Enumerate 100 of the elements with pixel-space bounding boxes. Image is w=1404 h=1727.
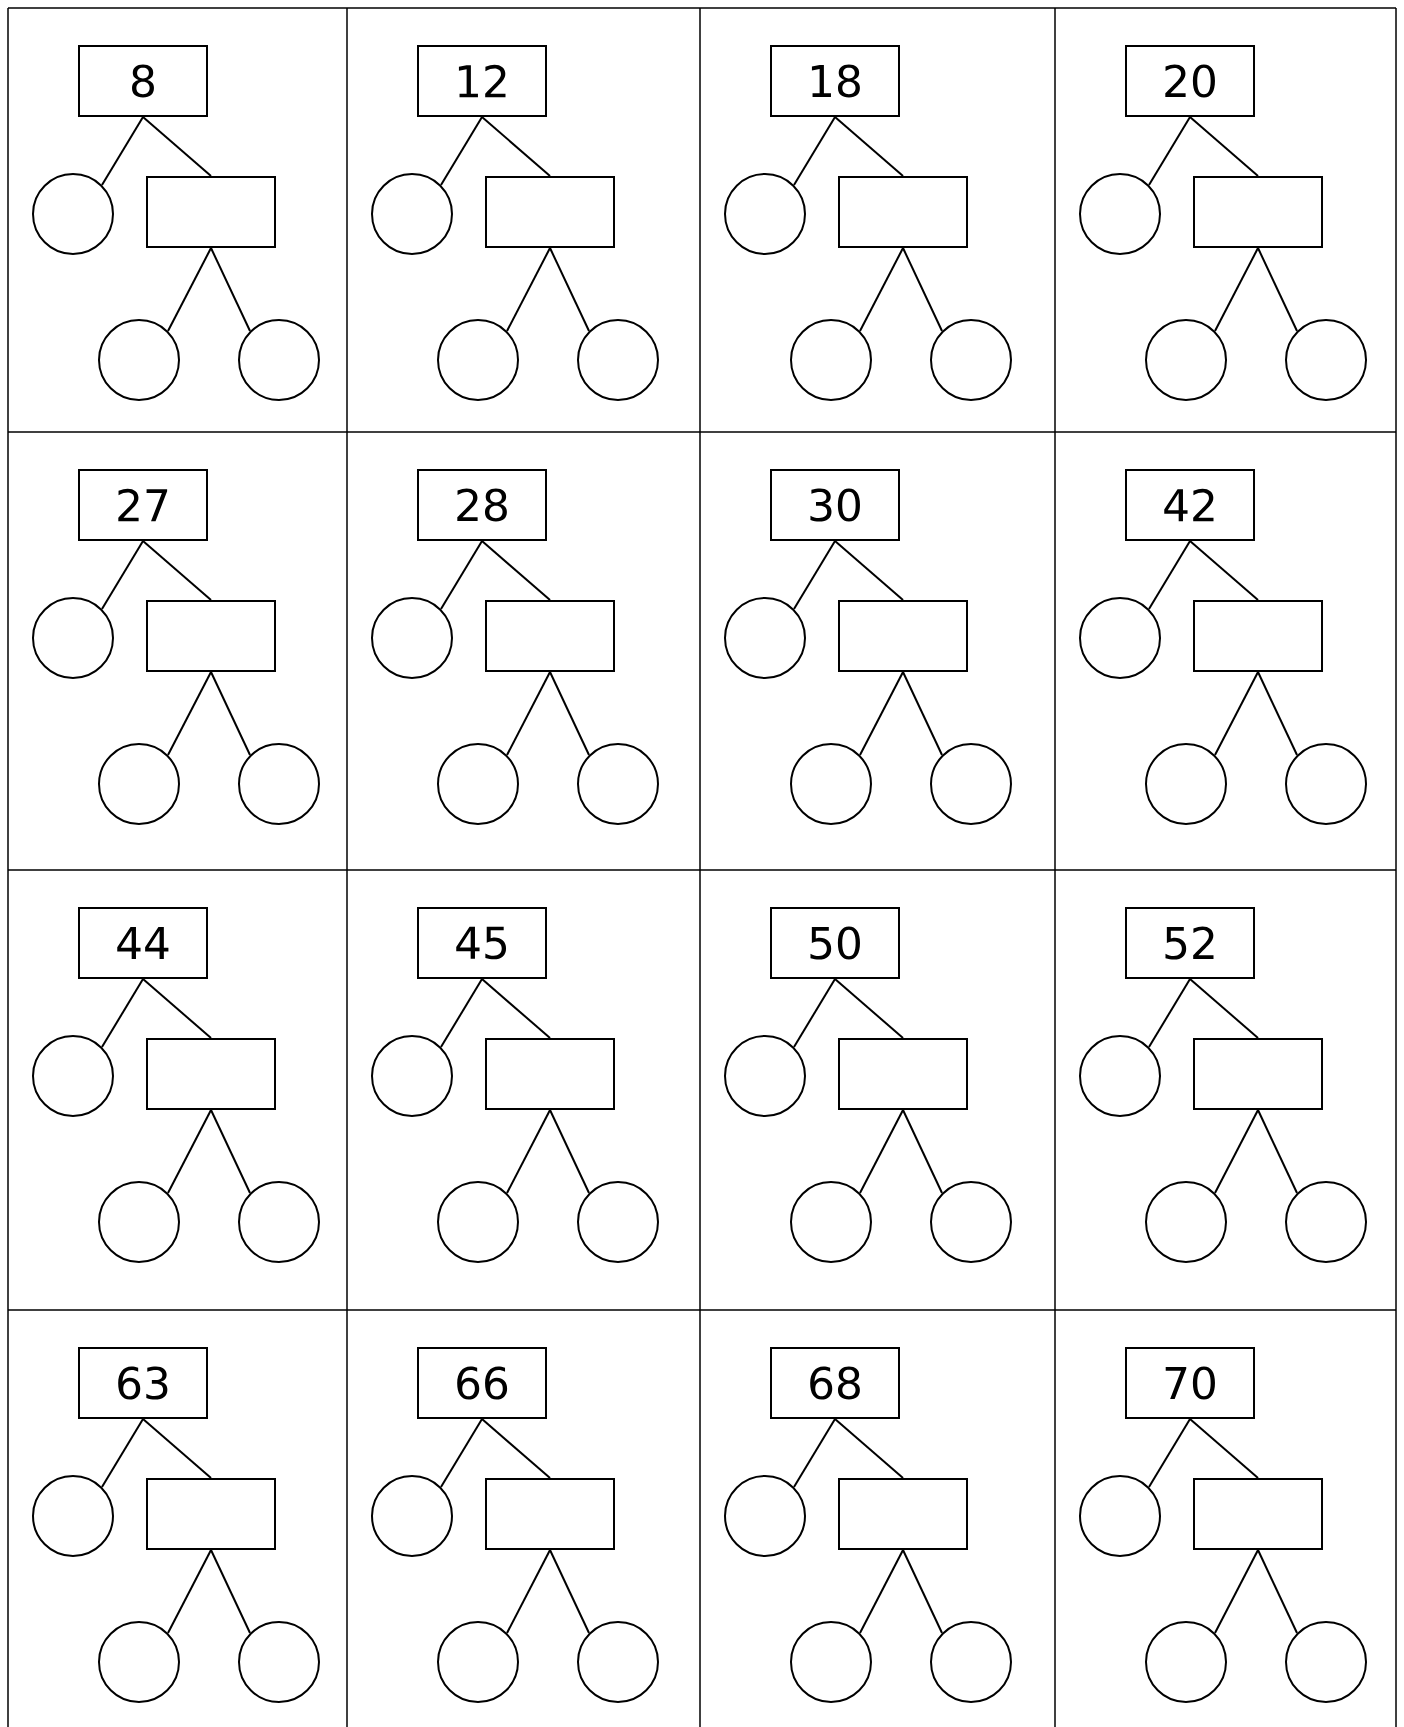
connector-line	[481, 116, 551, 177]
connector-line	[1148, 1418, 1191, 1488]
connector-line	[902, 1549, 943, 1634]
connector-line	[549, 247, 590, 332]
number-box: 44	[78, 907, 208, 979]
answer-circle	[930, 1181, 1012, 1263]
answer-circle	[1285, 1181, 1367, 1263]
connector-line	[549, 1549, 590, 1634]
answer-circle	[1145, 743, 1227, 825]
connector-line	[506, 247, 551, 332]
connector-line	[1148, 116, 1191, 186]
answer-box	[838, 1038, 968, 1110]
answer-circle	[1285, 319, 1367, 401]
number-box: 63	[78, 1347, 208, 1419]
connector-line	[1257, 671, 1298, 756]
connector-line	[549, 671, 590, 756]
connector-line	[834, 540, 904, 601]
answer-circle	[930, 1621, 1012, 1703]
answer-circle	[790, 743, 872, 825]
connector-line	[210, 247, 251, 332]
answer-circle	[930, 743, 1012, 825]
answer-box	[838, 600, 968, 672]
answer-circle	[724, 173, 806, 255]
answer-circle	[1145, 1621, 1227, 1703]
answer-circle	[930, 319, 1012, 401]
connector-line	[481, 978, 551, 1039]
answer-circle	[790, 1621, 872, 1703]
connector-line	[440, 540, 483, 610]
answer-circle	[371, 1475, 453, 1557]
answer-circle	[98, 743, 180, 825]
connector-line	[210, 671, 251, 756]
connector-line	[142, 1418, 212, 1479]
answer-circle	[98, 1181, 180, 1263]
answer-circle	[98, 319, 180, 401]
answer-circle	[724, 597, 806, 679]
connector-line	[506, 1549, 551, 1634]
connector-line	[142, 540, 212, 601]
connector-line	[1257, 247, 1298, 332]
number-box: 68	[770, 1347, 900, 1419]
answer-box	[1193, 1038, 1323, 1110]
answer-box	[1193, 600, 1323, 672]
answer-circle	[32, 1035, 114, 1117]
answer-circle	[577, 1181, 659, 1263]
connector-line	[101, 116, 144, 186]
answer-circle	[1285, 1621, 1367, 1703]
connector-line	[167, 247, 212, 332]
answer-circle	[790, 1181, 872, 1263]
connector-line	[481, 540, 551, 601]
connector-line	[1214, 1549, 1259, 1634]
connector-line	[1214, 247, 1259, 332]
answer-circle	[724, 1475, 806, 1557]
number-box: 50	[770, 907, 900, 979]
answer-box	[146, 600, 276, 672]
connector-line	[793, 540, 836, 610]
answer-circle	[437, 319, 519, 401]
connector-line	[1189, 978, 1259, 1039]
answer-circle	[238, 1181, 320, 1263]
connector-line	[1189, 1418, 1259, 1479]
connector-line	[834, 1418, 904, 1479]
connector-line	[210, 1549, 251, 1634]
answer-circle	[437, 743, 519, 825]
answer-circle	[238, 743, 320, 825]
number-box: 30	[770, 469, 900, 541]
answer-circle	[790, 319, 872, 401]
answer-circle	[724, 1035, 806, 1117]
answer-circle	[371, 173, 453, 255]
connector-line	[859, 1109, 904, 1194]
number-box: 70	[1125, 1347, 1255, 1419]
answer-box	[146, 1478, 276, 1550]
answer-circle	[1285, 743, 1367, 825]
connector-line	[834, 978, 904, 1039]
answer-box	[1193, 176, 1323, 248]
answer-box	[485, 600, 615, 672]
connector-line	[793, 978, 836, 1048]
answer-box	[146, 176, 276, 248]
answer-circle	[371, 597, 453, 679]
number-box: 42	[1125, 469, 1255, 541]
connector-line	[101, 978, 144, 1048]
connector-line	[167, 671, 212, 756]
number-box: 12	[417, 45, 547, 117]
answer-circle	[32, 1475, 114, 1557]
connector-line	[167, 1549, 212, 1634]
answer-box	[838, 1478, 968, 1550]
connector-line	[101, 540, 144, 610]
connector-line	[142, 978, 212, 1039]
number-box: 52	[1125, 907, 1255, 979]
answer-circle	[577, 743, 659, 825]
connector-line	[440, 978, 483, 1048]
connector-line	[101, 1418, 144, 1488]
connector-line	[793, 1418, 836, 1488]
answer-box	[485, 1478, 615, 1550]
connector-line	[142, 116, 212, 177]
connector-line	[859, 247, 904, 332]
answer-circle	[577, 1621, 659, 1703]
answer-circle	[32, 173, 114, 255]
connector-line	[859, 1549, 904, 1634]
connector-line	[793, 116, 836, 186]
answer-circle	[1079, 173, 1161, 255]
connector-line	[440, 116, 483, 186]
connector-line	[902, 1109, 943, 1194]
